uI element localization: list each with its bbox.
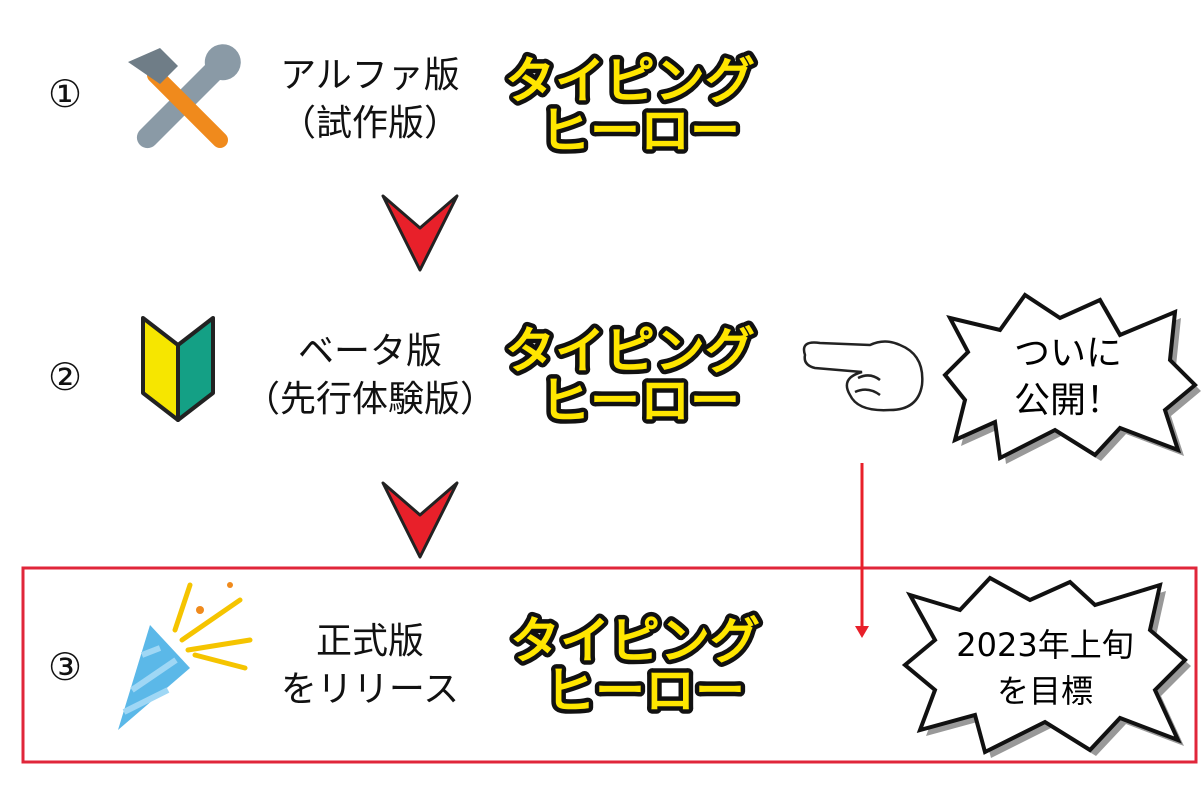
svg-text:ヒーロー: ヒーロー xyxy=(540,102,740,160)
step-label-3: 正式版 をリリース xyxy=(240,618,500,714)
step-label-line: 正式版 xyxy=(315,621,424,662)
typing-hero-logo-1: タイピング ヒーロー xyxy=(501,48,760,165)
svg-text:タイピング: タイピング xyxy=(505,322,755,380)
step-label-line: アルファ版 xyxy=(280,55,460,96)
step-number-3: ③ xyxy=(47,645,83,689)
pointing-hand-icon xyxy=(802,340,924,412)
step-label-line: （試作版） xyxy=(279,103,460,144)
step-label-line: （先行体験版） xyxy=(243,379,496,420)
step-label-line: をリリース xyxy=(280,669,460,710)
callout-target-line1: 2023年上旬 xyxy=(956,626,1133,664)
down-chevron-arrow-1 xyxy=(381,194,459,272)
party-popper-icon xyxy=(118,582,253,730)
svg-text:ヒーロー: ヒーロー xyxy=(540,372,740,430)
tools-icon xyxy=(128,44,241,149)
callout-burst-released: ついに 公開！ xyxy=(942,292,1201,464)
callout-target-line2: を目標 xyxy=(997,672,1093,710)
typing-hero-logo-2: タイピング ヒーロー xyxy=(501,318,760,435)
callout-burst-target: 2023年上旬 を目標 xyxy=(901,575,1191,758)
highlight-box xyxy=(21,566,1198,764)
step-number-2: ② xyxy=(47,355,83,399)
svg-text:タイピング: タイピング xyxy=(510,612,760,670)
callout-released-line1: ついに xyxy=(1014,333,1122,374)
svg-text:タイピング: タイピング xyxy=(505,52,755,110)
callout-released-line2: 公開！ xyxy=(1014,380,1122,421)
beginner-mark-icon xyxy=(141,316,215,422)
step-number-1: ① xyxy=(47,72,83,116)
typing-hero-logo-3: タイピング ヒーロー xyxy=(506,608,765,725)
step-label-line: ベータ版 xyxy=(297,331,442,372)
down-chevron-arrow-2 xyxy=(381,481,459,559)
connector-arrowhead xyxy=(855,626,869,638)
step-label-1: アルファ版 （試作版） xyxy=(240,52,500,148)
svg-text:ヒーロー: ヒーロー xyxy=(545,662,745,720)
step-label-2: ベータ版 （先行体験版） xyxy=(240,328,500,424)
